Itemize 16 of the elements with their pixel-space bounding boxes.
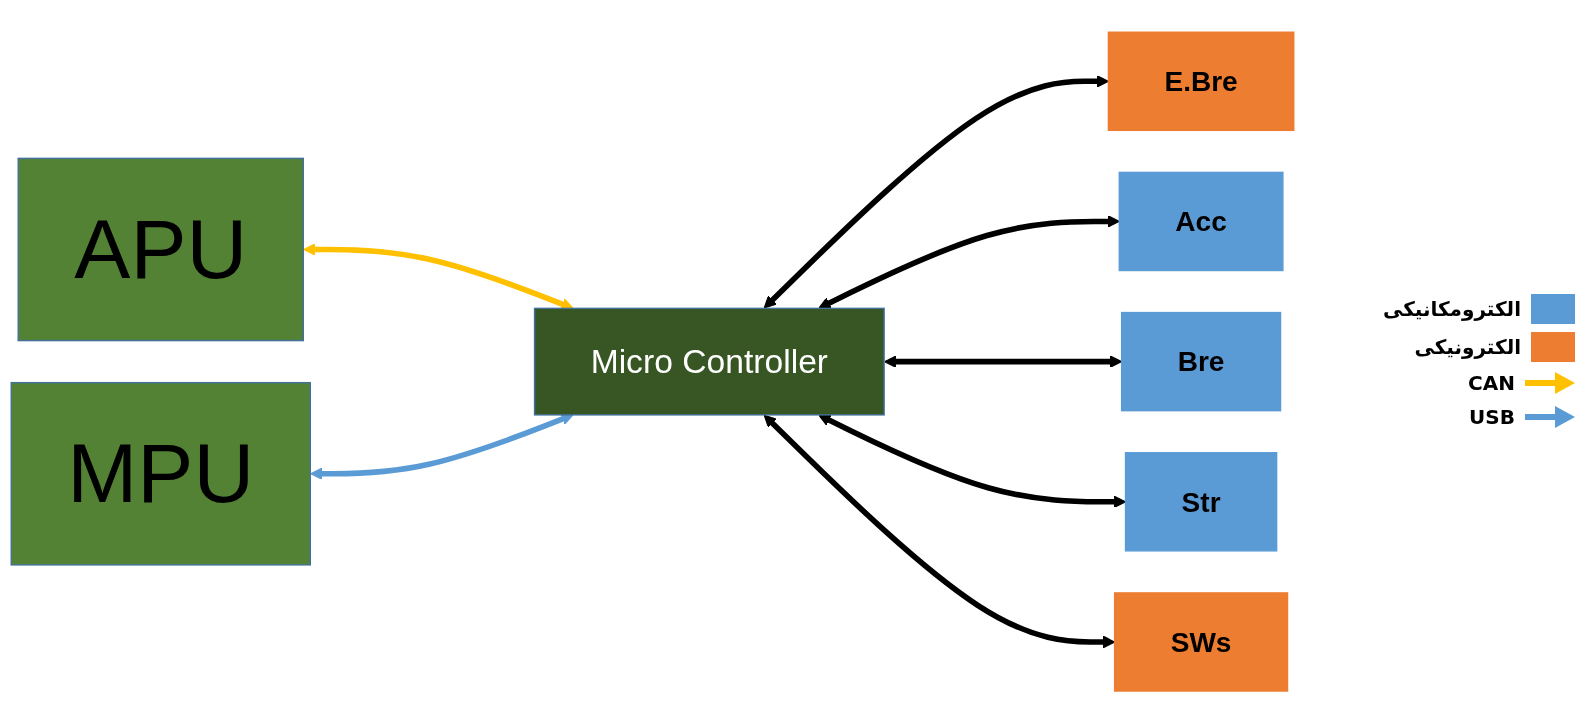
arrow xyxy=(763,75,1109,309)
legend-text: CAN xyxy=(1468,370,1515,395)
node-box: Str xyxy=(1124,451,1278,552)
arrow xyxy=(310,413,574,480)
legend-text: الکترومکانیکی xyxy=(1382,296,1521,321)
node-box: E.Bre xyxy=(1107,31,1295,131)
node-box: MPU xyxy=(10,381,311,566)
legend-text: الکترونیکی xyxy=(1414,334,1521,359)
node-box: SWs xyxy=(1113,592,1289,692)
arrow xyxy=(818,215,1120,309)
node-box: Acc xyxy=(1118,171,1284,272)
legend-text: USB xyxy=(1469,404,1515,429)
node-box: Micro Controller xyxy=(533,307,885,416)
node-box: APU xyxy=(17,157,304,342)
node-box: Bre xyxy=(1120,311,1282,412)
arrow xyxy=(303,243,574,310)
